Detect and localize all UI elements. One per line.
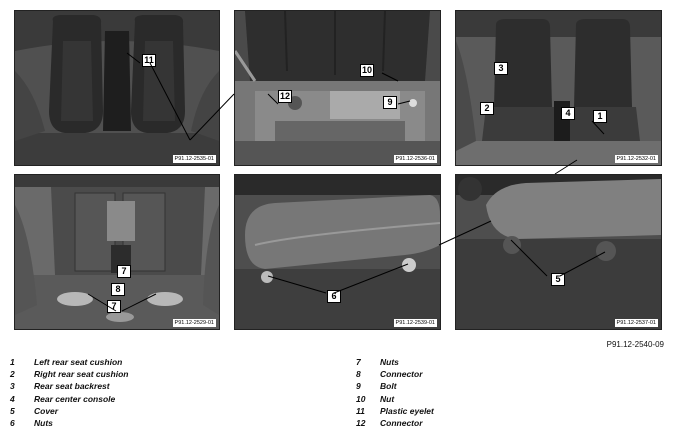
drawing-code: P91.12-2540-09	[606, 340, 664, 349]
callout-4: 4	[561, 107, 575, 120]
photo-seat-frame-connectors: 10 12 9 P91.12-2536-01	[234, 10, 441, 166]
seat-photo-graphic	[456, 11, 661, 165]
seat-photo-graphic	[235, 11, 440, 165]
photo-seat-frame-nuts: 7 8 7 P91.12-2529-01	[14, 174, 220, 330]
seat-photo-graphic	[456, 175, 661, 329]
callout-1: 1	[593, 110, 607, 123]
figure-id: P91.12-2539-01	[393, 319, 437, 327]
seat-photo-graphic	[235, 175, 440, 329]
callout-6: 6	[327, 290, 341, 303]
callout-11: 11	[142, 54, 156, 67]
callout-7: 7	[117, 265, 131, 278]
photo-rear-seats-overview: 11 P91.12-2535-01	[14, 10, 220, 166]
seat-photo-graphic	[15, 11, 219, 165]
callout-9: 9	[383, 96, 397, 109]
callout-3: 3	[494, 62, 508, 75]
photo-cushion-nuts: 6 P91.12-2539-01	[234, 174, 441, 330]
callout-8: 8	[111, 283, 125, 296]
photo-cushion-cover: 5 P91.12-2537-01	[455, 174, 662, 330]
figure-id: P91.12-2537-01	[614, 319, 658, 327]
callout-10: 10	[360, 64, 375, 77]
figure-id: P91.12-2532-01	[614, 155, 658, 163]
callout-12: 12	[278, 90, 293, 103]
photo-seat-components: 3 2 4 1 P91.12-2532-01	[455, 10, 662, 166]
figure-id: P91.12-2536-01	[393, 155, 437, 163]
callout-5: 5	[551, 273, 565, 286]
figure-id: P91.12-2529-01	[172, 319, 216, 327]
callout-2: 2	[480, 102, 494, 115]
figure-id: P91.12-2535-01	[172, 155, 216, 163]
callout-7: 7	[107, 300, 121, 313]
